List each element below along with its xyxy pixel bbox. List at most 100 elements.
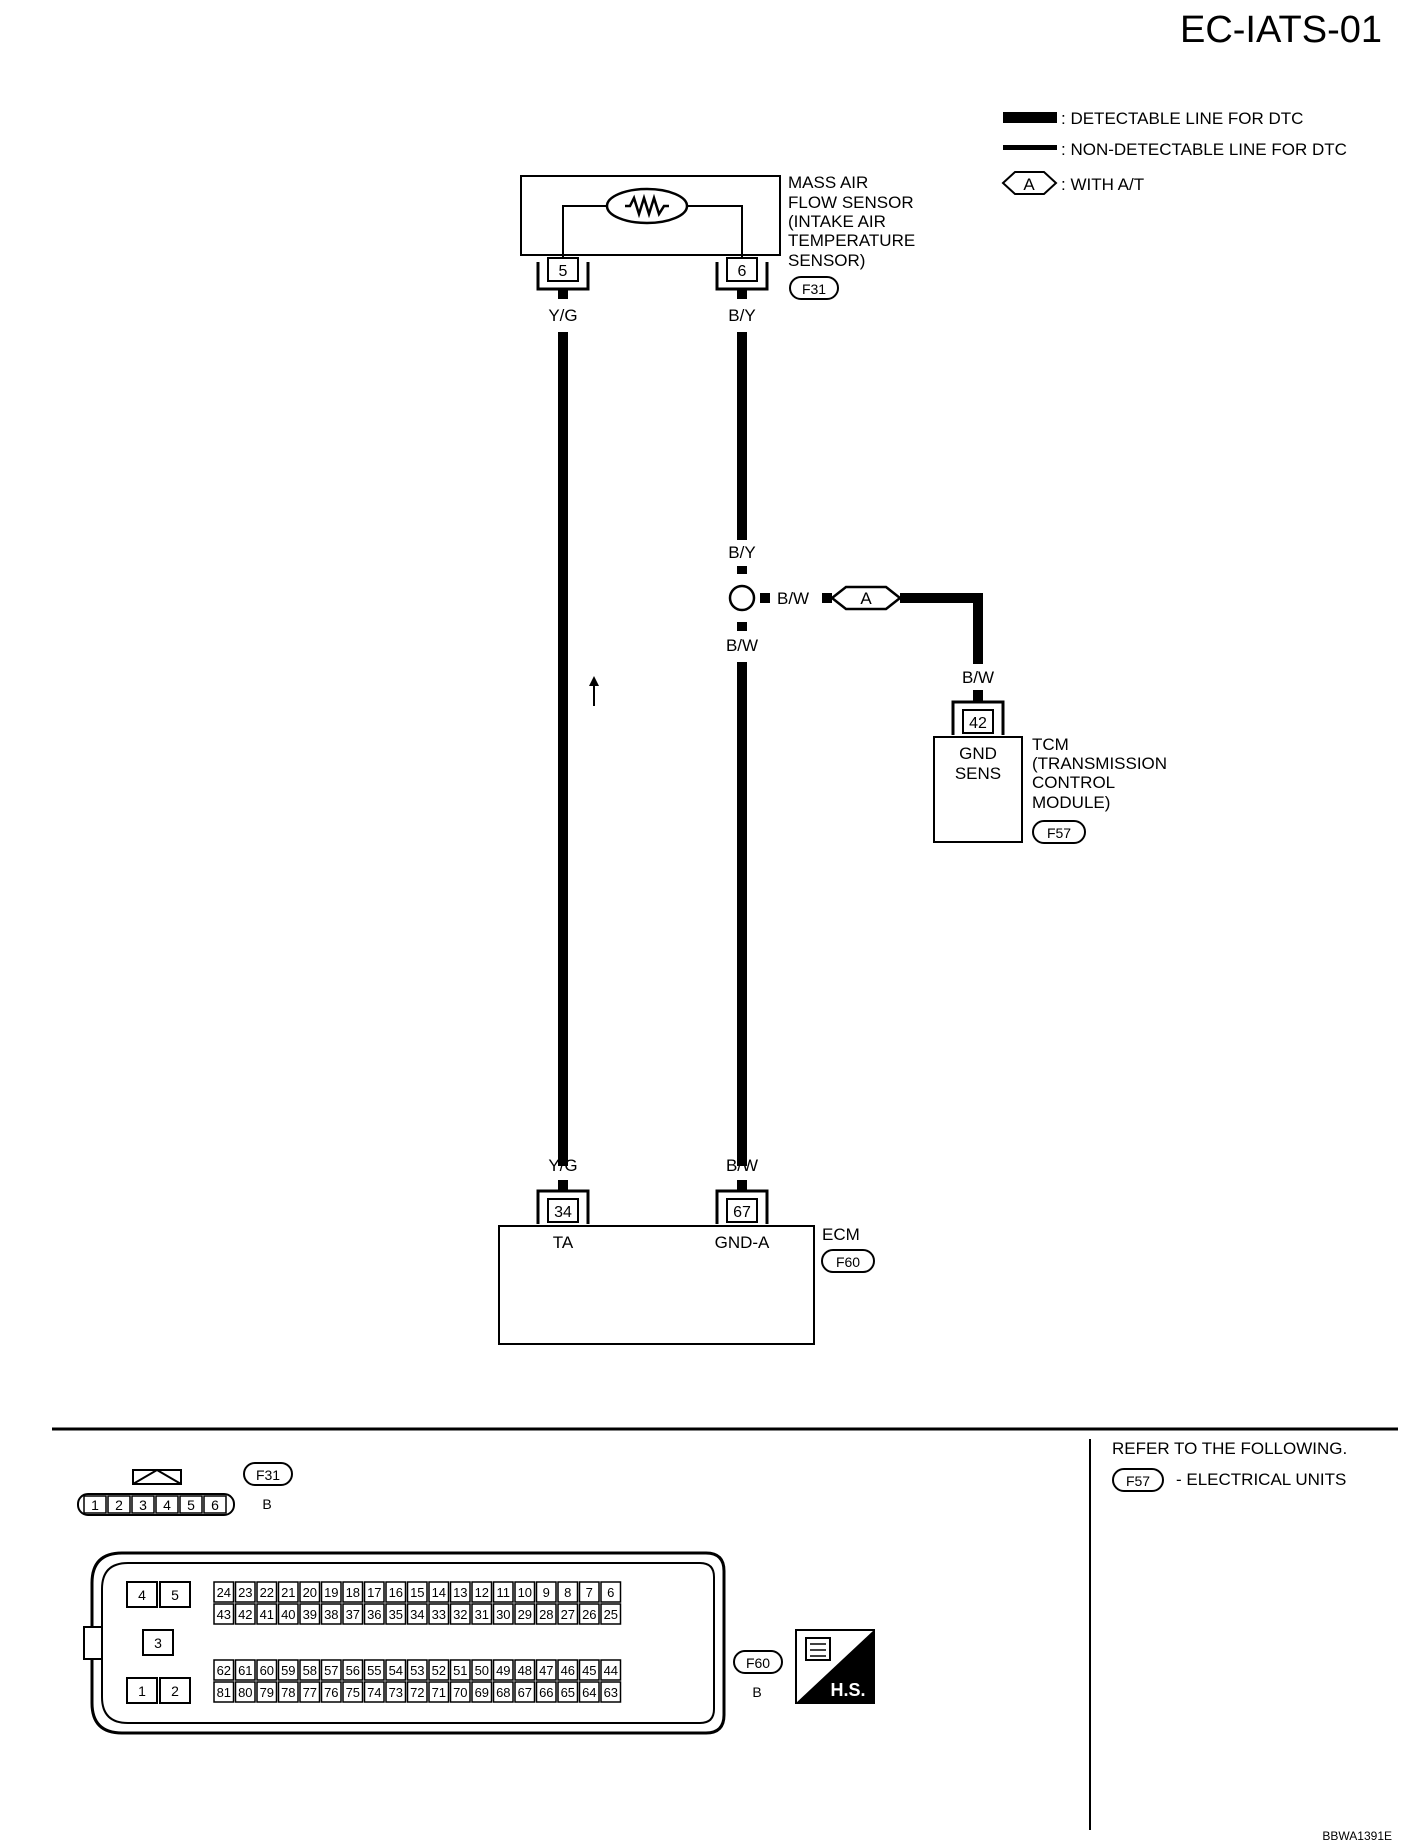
f60-pin-cell: [320, 1659, 342, 1681]
f60-pin-label: 37: [346, 1607, 360, 1622]
f60-pin-cell: [492, 1603, 514, 1625]
f31-badge: [243, 1462, 293, 1486]
f60-pin-cell: [320, 1681, 342, 1703]
f60-pin-cell: [514, 1581, 536, 1603]
refer-heading: REFER TO THE FOLLOWING.: [1112, 1439, 1347, 1458]
f60-pin-cell: [385, 1603, 407, 1625]
option-marker-code: A: [860, 589, 872, 608]
f60-power-pin-1: 1: [138, 1683, 146, 1699]
tcm-pin-42-label: 42: [969, 715, 987, 732]
f31-pin-cell: [155, 1495, 179, 1514]
f60-pin-cell: [213, 1659, 235, 1681]
wire-bw-splice-right-label: B/W: [777, 589, 809, 608]
wire-yg-top-label: Y/G: [548, 306, 577, 325]
f60-pin-label: 47: [539, 1663, 553, 1678]
maf-name-line-4: TEMPERATURE: [788, 231, 915, 250]
signal-arrow-icon: [589, 676, 599, 686]
f60-pin-label: 34: [410, 1607, 424, 1622]
maf-connector-badge: [789, 276, 839, 300]
f60-pin-cell: [471, 1603, 493, 1625]
maf-name-line-2: FLOW SENSOR: [788, 193, 914, 212]
f60-pin-cell: [449, 1603, 471, 1625]
f60-color-code: B: [752, 1684, 761, 1700]
f60-pin-cell: [514, 1659, 536, 1681]
wire-by-line: [737, 332, 747, 540]
f60-pin-label: 13: [453, 1585, 467, 1600]
f60-pin-label: 81: [217, 1685, 231, 1700]
legend-option-hexagon: [1001, 171, 1058, 195]
f60-pin-label: 9: [543, 1585, 550, 1600]
f60-pin-label: 46: [561, 1663, 575, 1678]
f60-pin-label: 56: [346, 1663, 360, 1678]
f60-power-pin-2: 2: [171, 1683, 179, 1699]
f60-pin-cell: [471, 1581, 493, 1603]
legend-non-detectable-text: : NON-DETECTABLE LINE FOR DTC: [1061, 140, 1347, 159]
legend: : DETECTABLE LINE FOR DTC : NON-DETECTAB…: [1001, 109, 1347, 195]
ecm-pin-67-label: 67: [733, 1204, 751, 1221]
f60-pin-cell: [299, 1581, 321, 1603]
refer-item-badge: [1112, 1468, 1164, 1492]
f60-pin-label: 26: [582, 1607, 596, 1622]
splice-icon: [728, 584, 756, 612]
f60-pin-label: 42: [238, 1607, 252, 1622]
f60-pin-cell: [277, 1659, 299, 1681]
f31-badge-code: F31: [256, 1467, 280, 1483]
f60-pin-label: 65: [561, 1685, 575, 1700]
ecm-pin-34: [547, 1198, 579, 1223]
f60-pin-cell: [449, 1581, 471, 1603]
f60-pin-cell: [449, 1681, 471, 1703]
wire-bw-bottom-label: B/W: [726, 1156, 758, 1175]
f60-pin-label: 75: [346, 1685, 360, 1700]
f60-key: [83, 1626, 103, 1660]
f31-pin-cell: [83, 1495, 107, 1514]
f60-pin-label: 21: [281, 1585, 295, 1600]
f60-pin-label: 61: [238, 1663, 252, 1678]
f60-pin-cell: [277, 1603, 299, 1625]
f60-pin-cell: [234, 1681, 256, 1703]
ecm-terminal-gnd: GND-A: [715, 1233, 770, 1252]
ecm-box: [498, 1225, 815, 1345]
f60-pin-label: 28: [539, 1607, 553, 1622]
f60-pin-label: 53: [410, 1663, 424, 1678]
f60-pin-cell: [557, 1581, 579, 1603]
f60-pin-label: 48: [518, 1663, 532, 1678]
f31-pin-label: 6: [211, 1497, 219, 1513]
f60-pin-cell: [299, 1681, 321, 1703]
f60-pin-label: 18: [346, 1585, 360, 1600]
f60-pin-label: 14: [432, 1585, 446, 1600]
ecm-name: ECM: [822, 1225, 860, 1244]
f60-pin-cell: [385, 1659, 407, 1681]
f31-latch: [132, 1469, 182, 1485]
f60-pin-label: 78: [281, 1685, 295, 1700]
f60-pin-cell: [234, 1581, 256, 1603]
tcm-box: [933, 736, 1023, 843]
f60-pin-label: 68: [496, 1685, 510, 1700]
maf-name-line-1: MASS AIR: [788, 173, 868, 192]
tcm-pin-42: [962, 709, 994, 734]
f60-pin-label: 16: [389, 1585, 403, 1600]
f60-pin-label: 64: [582, 1685, 596, 1700]
f60-pin-cell: [320, 1581, 342, 1603]
f60-pin-label: 55: [367, 1663, 381, 1678]
f60-pin-label: 71: [432, 1685, 446, 1700]
wire-yg-bottom-label: Y/G: [548, 1156, 577, 1175]
wire-bw-tcm-label: B/W: [962, 668, 994, 687]
f60-pin-cell: [578, 1681, 600, 1703]
f60-pin-cell: [385, 1681, 407, 1703]
f60-pin-label: 10: [518, 1585, 532, 1600]
f60-pin-label: 19: [324, 1585, 338, 1600]
f60-pin-cell: [428, 1659, 450, 1681]
f60-pin-label: 72: [410, 1685, 424, 1700]
f60-pin-cell: [342, 1603, 364, 1625]
f60-pin-cell: [557, 1659, 579, 1681]
tcm: 42 GND SENS TCM (TRANSMISSION CONTROL MO…: [933, 700, 1167, 844]
f60-pin-label: 32: [453, 1607, 467, 1622]
maf-pin-6: 6: [715, 257, 769, 291]
wire-yg-line: [558, 332, 568, 1166]
f60-pin-cell: [256, 1681, 278, 1703]
f60-pin-cell: [492, 1581, 514, 1603]
f60-pin-cell: [385, 1581, 407, 1603]
